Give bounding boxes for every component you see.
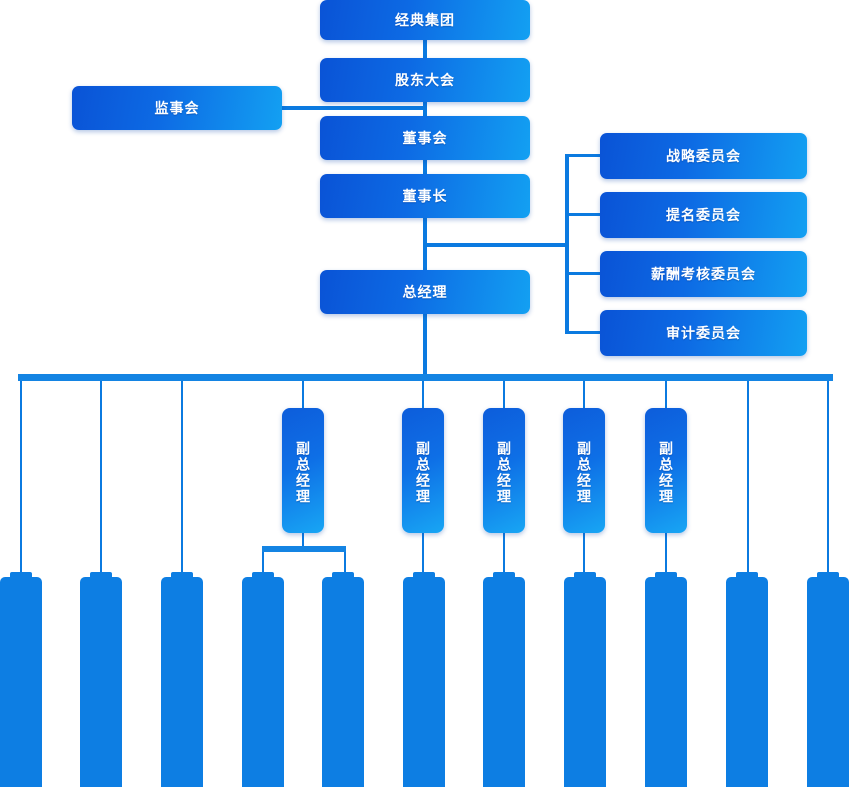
node-shareholders[interactable]: 股东大会 bbox=[320, 58, 530, 102]
connector-committee-strategy bbox=[565, 154, 602, 157]
drop-line-dept-3 bbox=[181, 381, 183, 577]
leaf-nub-4 bbox=[252, 572, 274, 578]
node-department-9[interactable] bbox=[645, 577, 687, 787]
connector-shareholders-to-board bbox=[423, 102, 427, 116]
drop-line-dept-6 bbox=[422, 533, 424, 577]
node-board[interactable]: 董事会 bbox=[320, 116, 530, 160]
drop-line-dgm-4 bbox=[583, 381, 585, 409]
node-group[interactable]: 经典集团 bbox=[320, 0, 530, 40]
node-chairman[interactable]: 董事长 bbox=[320, 174, 530, 218]
drop-line-dgm-1 bbox=[302, 381, 304, 409]
node-deputy-gm-1[interactable]: 副总经理 bbox=[282, 408, 324, 533]
drop-line-dept-5 bbox=[344, 552, 346, 577]
sub-bracket-dgm-1 bbox=[262, 546, 346, 552]
node-committee-strategy[interactable]: 战略委员会 bbox=[600, 133, 807, 179]
node-department-3[interactable] bbox=[161, 577, 203, 787]
drop-line-dept-9 bbox=[665, 533, 667, 577]
node-supervisory-board[interactable]: 监事会 bbox=[72, 86, 282, 130]
node-department-1[interactable] bbox=[0, 577, 42, 787]
connector-committee-remuneration bbox=[565, 272, 602, 275]
node-department-8[interactable] bbox=[564, 577, 606, 787]
leaf-nub-6 bbox=[413, 572, 435, 578]
node-committee-nomination[interactable]: 提名委员会 bbox=[600, 192, 807, 238]
node-department-6[interactable] bbox=[403, 577, 445, 787]
drop-line-dept-11 bbox=[827, 381, 829, 577]
drop-line-dgm-2 bbox=[422, 381, 424, 409]
node-deputy-gm-2[interactable]: 副总经理 bbox=[402, 408, 444, 533]
leaf-nub-8 bbox=[574, 572, 596, 578]
distribution-bus-bar bbox=[18, 374, 833, 381]
drop-line-dept-8 bbox=[583, 533, 585, 577]
leaf-nub-3 bbox=[171, 572, 193, 578]
connector-committee-audit bbox=[565, 331, 602, 334]
node-department-11[interactable] bbox=[807, 577, 849, 787]
connector-spine-to-committee-bracket bbox=[427, 243, 567, 247]
node-department-2[interactable] bbox=[80, 577, 122, 787]
leaf-nub-11 bbox=[817, 572, 839, 578]
leaf-nub-1 bbox=[10, 572, 32, 578]
connector-gm-to-bus-bar bbox=[423, 314, 427, 378]
connector-group-to-shareholders bbox=[423, 40, 427, 58]
leaf-nub-9 bbox=[655, 572, 677, 578]
connector-board-to-chairman bbox=[423, 160, 427, 174]
node-general-manager[interactable]: 总经理 bbox=[320, 270, 530, 314]
drop-line-dept-1 bbox=[20, 381, 22, 577]
node-deputy-gm-3[interactable]: 副总经理 bbox=[483, 408, 525, 533]
node-department-4[interactable] bbox=[242, 577, 284, 787]
connector-supervisory-to-spine bbox=[282, 106, 424, 110]
leaf-nub-10 bbox=[736, 572, 758, 578]
connector-committee-nomination bbox=[565, 213, 602, 216]
node-committee-audit[interactable]: 审计委员会 bbox=[600, 310, 807, 356]
drop-line-dept-7 bbox=[503, 533, 505, 577]
committee-bracket-vertical bbox=[565, 154, 569, 333]
drop-line-dept-10 bbox=[747, 381, 749, 577]
node-deputy-gm-4[interactable]: 副总经理 bbox=[563, 408, 605, 533]
leaf-nub-2 bbox=[90, 572, 112, 578]
drop-line-dgm-5 bbox=[665, 381, 667, 409]
node-department-5[interactable] bbox=[322, 577, 364, 787]
node-deputy-gm-5[interactable]: 副总经理 bbox=[645, 408, 687, 533]
leaf-nub-7 bbox=[493, 572, 515, 578]
drop-line-dgm-3 bbox=[503, 381, 505, 409]
drop-line-dept-2 bbox=[100, 381, 102, 577]
node-committee-remuneration[interactable]: 薪酬考核委员会 bbox=[600, 251, 807, 297]
connector-dgm-1-down bbox=[302, 533, 304, 548]
drop-line-dept-4 bbox=[262, 552, 264, 577]
node-department-7[interactable] bbox=[483, 577, 525, 787]
node-department-10[interactable] bbox=[726, 577, 768, 787]
leaf-nub-5 bbox=[332, 572, 354, 578]
